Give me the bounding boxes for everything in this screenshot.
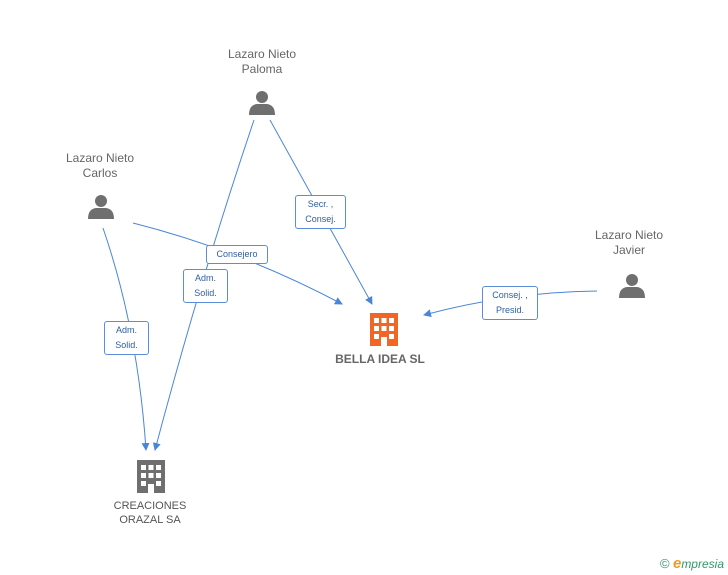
edge-label-line: Adm. — [194, 273, 216, 283]
edge-label-line: Secr. , — [307, 199, 334, 209]
edge-label-carlos-creaciones: Adm. Solid. — [104, 321, 149, 355]
copyright-symbol: © — [660, 556, 670, 571]
edge-label-paloma-bella: Secr. , Consej. — [295, 195, 346, 229]
edge-label-line: Consej. , — [492, 290, 528, 300]
edge-label-line: Adm. — [115, 325, 137, 335]
person-label-javier[interactable]: Lazaro Nieto Javier — [579, 228, 679, 258]
person-icon[interactable] — [619, 274, 645, 298]
edge-label-line: Consej. — [305, 214, 336, 224]
person-label-carlos[interactable]: Lazaro Nieto Carlos — [50, 151, 150, 181]
building-icon[interactable] — [137, 460, 165, 493]
person-icon[interactable] — [88, 195, 114, 219]
edge-label-line: Solid. — [194, 288, 217, 298]
person-name-line: Lazaro Nieto — [65, 151, 135, 165]
person-name-line: Lazaro Nieto — [227, 47, 297, 61]
person-label-paloma[interactable]: Lazaro Nieto Paloma — [212, 47, 312, 77]
edge-label-javier-bella: Consej. , Presid. — [482, 286, 538, 320]
footer-copyright: © empresia — [660, 555, 724, 572]
company-label-creaciones-orazal[interactable]: CREACIONES ORAZAL SA — [95, 499, 205, 527]
person-name-line: Javier — [612, 243, 645, 257]
edge-label-line: Presid. — [495, 305, 524, 315]
edge-label-paloma-creaciones: Adm. Solid. — [183, 269, 228, 303]
company-label-bella-idea[interactable]: BELLA IDEA SL — [320, 352, 440, 367]
person-name-line: Carlos — [82, 166, 118, 180]
company-name-line: CREACIONES — [113, 500, 187, 512]
edge-label-line: Consejero — [216, 249, 258, 259]
person-icon[interactable] — [249, 91, 275, 115]
edge-label-line: Solid. — [115, 340, 138, 350]
person-name-line: Paloma — [241, 62, 283, 76]
brand-logo-initial: e — [672, 555, 682, 572]
person-name-line: Lazaro Nieto — [594, 228, 664, 242]
brand-name: mpresia — [681, 557, 724, 571]
company-name-line: ORAZAL SA — [119, 514, 181, 526]
building-icon[interactable] — [370, 313, 398, 346]
edge-label-carlos-bella: Consejero — [206, 245, 268, 264]
company-name: BELLA IDEA SL — [335, 352, 425, 366]
